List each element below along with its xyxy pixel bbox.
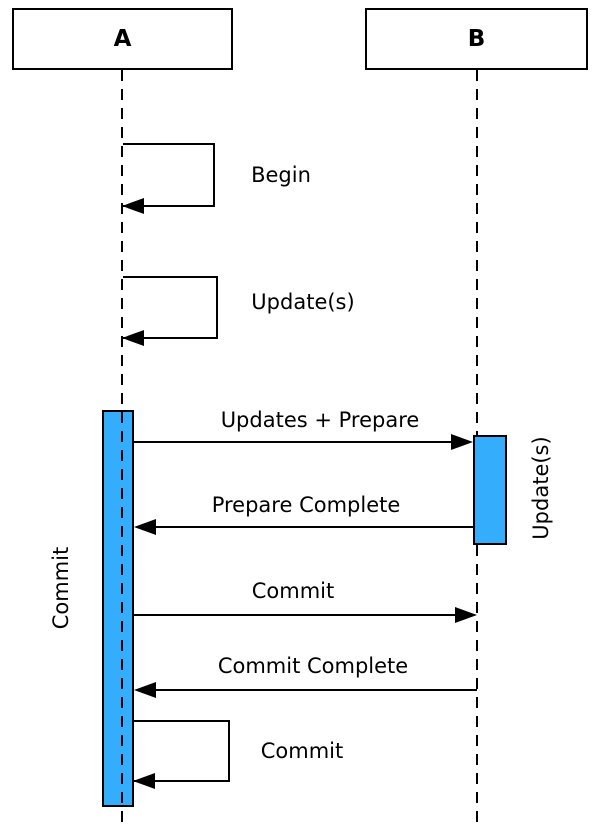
arrowhead-left-icon xyxy=(134,682,156,698)
self-message-commit xyxy=(133,720,230,789)
activation-bar-a-commit xyxy=(102,410,134,807)
label-commit-complete: Commit Complete xyxy=(217,654,409,678)
label-commit-message: Commit xyxy=(251,579,335,603)
self-message-updates xyxy=(122,276,218,346)
actor-box-a: A xyxy=(12,8,233,70)
label-commit-self: Commit xyxy=(260,739,344,763)
label-updates-self: Update(s) xyxy=(251,290,355,314)
label-updates-prepare: Updates + Prepare xyxy=(220,408,420,432)
arrowhead-left-icon xyxy=(122,330,144,346)
arrowhead-left-icon xyxy=(134,519,156,535)
actor-a-label: A xyxy=(113,26,132,52)
label-activation-a-commit: Commit xyxy=(49,546,73,630)
message-line-commit-complete xyxy=(156,689,477,691)
label-activation-b-updates: Update(s) xyxy=(529,436,553,540)
message-line-prepare-complete xyxy=(156,526,473,528)
message-line-updates-prepare xyxy=(134,441,451,443)
actor-b-label: B xyxy=(467,26,486,52)
arrowhead-left-icon xyxy=(122,198,144,214)
self-message-begin xyxy=(122,143,215,214)
actor-box-b: B xyxy=(365,8,588,70)
lifeline-a xyxy=(121,70,123,822)
message-line-commit xyxy=(134,614,455,616)
label-prepare-complete: Prepare Complete xyxy=(211,493,401,517)
arrowhead-right-icon xyxy=(451,434,473,450)
label-begin: Begin xyxy=(251,163,311,187)
arrowhead-left-icon xyxy=(133,773,155,789)
arrowhead-right-icon xyxy=(455,607,477,623)
activation-bar-b-updates xyxy=(473,435,507,545)
